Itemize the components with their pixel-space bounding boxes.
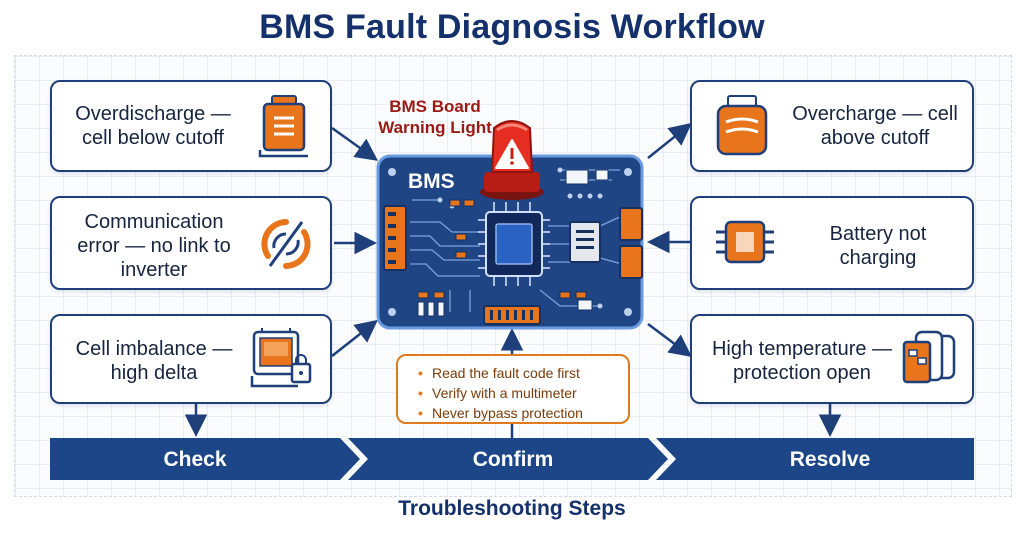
fault-box-communication: Communication error — no link to inverte… (50, 196, 332, 290)
step-confirm-shape (348, 438, 668, 480)
arrow-cell-imbalance (331, 319, 378, 357)
step-check-label: Check (163, 448, 227, 471)
fault-box-cell-imbalance: Cell imbalance — high delta (50, 314, 332, 404)
battery-full-icon (716, 95, 768, 156)
fault-label: Battery not charging (829, 223, 927, 269)
fault-box-overcharge: Overcharge — cell above cutoff (690, 80, 974, 172)
tip-item: Read the fault code first (418, 363, 628, 383)
page-title: BMS Fault Diagnosis Workflow (259, 8, 765, 46)
tip-item: Verify with a multimeter (418, 383, 628, 403)
fault-label: High temperature — protection open (711, 338, 893, 384)
arrow-overdischarge (331, 126, 379, 161)
step-resolve-label: Resolve (789, 448, 871, 471)
fault-box-not-charging: Battery not charging (690, 196, 974, 290)
step-resolve-shape (656, 438, 974, 480)
warning-light-label: BMS Board Warning Light (378, 97, 492, 137)
battery-monitor-icon (250, 328, 312, 388)
fault-label: Communication error — no link to inverte… (77, 211, 231, 281)
arrow-overcharge (647, 122, 692, 159)
warning-light-icon (480, 120, 544, 200)
tip-item: Never bypass protection (418, 403, 628, 423)
bms-board (376, 154, 644, 330)
fault-label: Cell imbalance — high delta (75, 338, 233, 384)
arrow-high-temperature (647, 323, 692, 357)
fault-box-high-temperature: High temperature — protection open (690, 314, 974, 404)
footer-caption: Troubleshooting Steps (398, 497, 626, 520)
bms-board-label: BMS (408, 170, 455, 193)
chip-icon (716, 220, 774, 264)
battery-low-icon (258, 95, 308, 158)
no-link-icon (261, 219, 311, 269)
fault-label: Overdischarge — cell below cutoff (75, 103, 231, 149)
step-check-shape (50, 438, 360, 480)
step-bar (50, 438, 974, 480)
fault-label: Overcharge — cell above cutoff (792, 103, 958, 149)
tips-box: Read the fault code first Verify with a … (396, 354, 630, 424)
step-confirm-label: Confirm (472, 448, 554, 471)
thermal-module-icon (902, 330, 956, 384)
fault-box-overdischarge: Overdischarge — cell below cutoff (50, 80, 332, 172)
